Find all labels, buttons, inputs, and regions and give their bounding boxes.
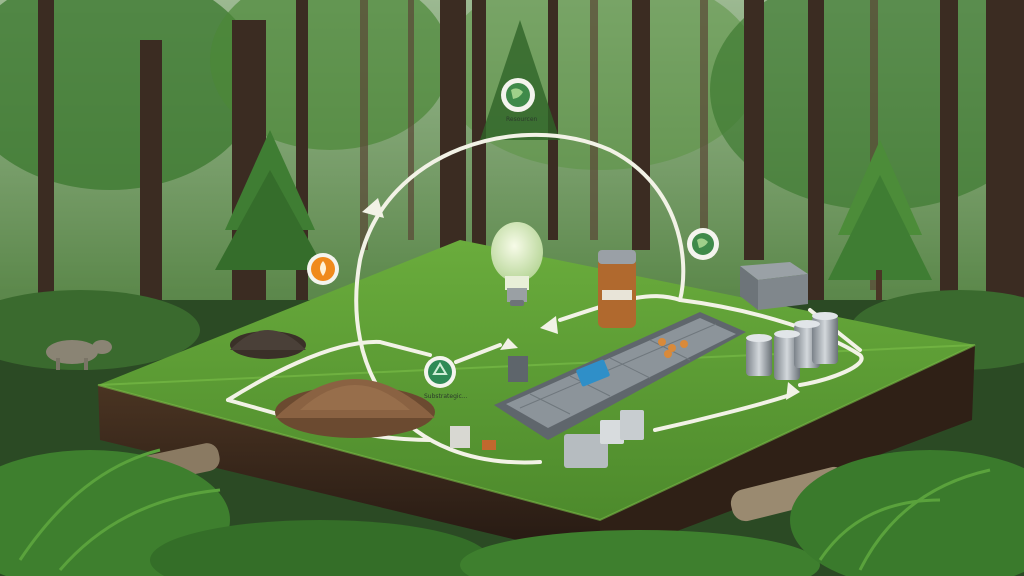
globe-badge-right <box>687 228 719 260</box>
small-containers <box>450 356 644 468</box>
gravel-pile <box>230 330 306 359</box>
center-label: Substrategic... <box>424 393 468 400</box>
wood-chip-pile <box>275 379 435 438</box>
flame-badge <box>307 253 339 285</box>
top-label: Resourcen <box>506 116 538 123</box>
storage-box <box>740 262 808 310</box>
diorama-block <box>97 240 976 560</box>
globe-badge-top <box>501 78 535 112</box>
sorting-tray <box>494 312 746 440</box>
cycle-arrowheads <box>362 198 800 400</box>
foreground-vegetation <box>0 443 1024 576</box>
jar <box>598 250 636 328</box>
recycle-badge <box>424 356 456 388</box>
light-bulb <box>491 222 543 306</box>
metal-barrels <box>746 312 838 380</box>
